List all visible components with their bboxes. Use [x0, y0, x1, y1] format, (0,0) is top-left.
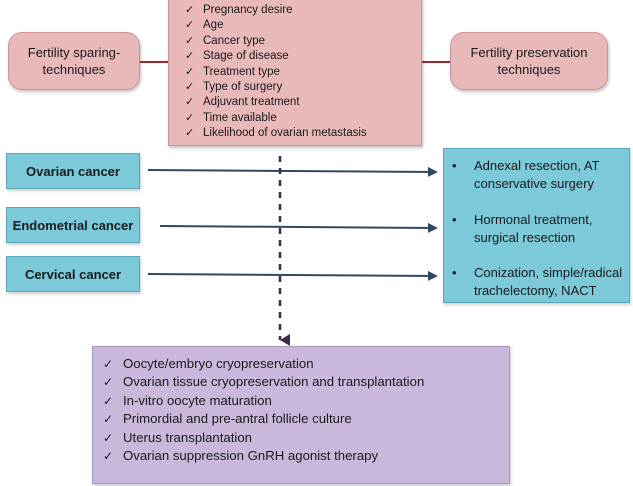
preservation-methods-list: Oocyte/embryo cryopreservation Ovarian t… — [93, 347, 509, 465]
method-item: Uterus transplantation — [103, 429, 509, 447]
treatment-text: Hormonal treatment, surgical resection — [474, 212, 593, 245]
decision-factors-box: Pregnancy desire Age Cancer type Stage o… — [168, 0, 422, 146]
arrow-ovarian — [147, 166, 438, 177]
ovarian-cancer-box: Ovarian cancer — [6, 153, 140, 189]
factor-item: Age — [185, 18, 421, 33]
ovarian-cancer-label: Ovarian cancer — [26, 163, 120, 179]
arrow-cervical — [147, 270, 438, 281]
treatment-text: Adnexal resection, AT conservative surge… — [474, 158, 600, 191]
fertility-preservation-box: Fertility preservation techniques — [450, 32, 608, 90]
factor-item: Cancer type — [185, 34, 421, 49]
fertility-sparing-box: Fertility sparing- techniques — [8, 32, 140, 90]
fertility-sparing-label-line2: techniques — [42, 62, 106, 77]
bullet-icon: • — [452, 158, 457, 173]
factor-item: Time available — [185, 111, 421, 126]
endometrial-cancer-box: Endometrial cancer — [6, 207, 140, 243]
method-item: Ovarian tissue cryopreservation and tran… — [103, 373, 509, 391]
factor-item: Pregnancy desire — [185, 3, 421, 18]
sparing-treatments-panel: • Adnexal resection, AT conservative sur… — [443, 148, 630, 303]
bullet-icon: • — [452, 265, 457, 280]
factor-item: Treatment type — [185, 65, 421, 80]
method-item: In-vitro oocyte maturation — [103, 392, 509, 410]
arrow-endometrial — [159, 222, 438, 233]
decision-factors-list: Pregnancy desire Age Cancer type Stage o… — [169, 3, 421, 142]
treatment-text: Conization, simple/radical trachelectomy… — [474, 265, 623, 298]
fertility-preservation-label-line2: techniques — [497, 62, 561, 77]
preservation-methods-box: Oocyte/embryo cryopreservation Ovarian t… — [92, 346, 510, 484]
factor-item: Stage of disease — [185, 49, 421, 64]
method-item: Ovarian suppression GnRH agonist therapy — [103, 447, 509, 465]
cervical-cancer-label: Cervical cancer — [24, 266, 122, 282]
fertility-preservation-label-line1: Fertility preservation — [470, 45, 588, 60]
factor-item: Type of surgery — [185, 80, 421, 95]
factor-item: Likelihood of ovarian metastasis — [185, 126, 421, 141]
method-item: Primordial and pre-antral follicle cultu… — [103, 410, 509, 428]
factor-item: Adjuvant treatment — [185, 95, 421, 110]
bullet-icon: • — [452, 212, 457, 227]
fertility-sparing-label-line1: Fertility sparing- — [27, 45, 121, 60]
cervical-cancer-box: Cervical cancer — [6, 256, 140, 292]
endometrial-cancer-label: Endometrial cancer — [12, 217, 134, 233]
method-item: Oocyte/embryo cryopreservation — [103, 355, 509, 373]
